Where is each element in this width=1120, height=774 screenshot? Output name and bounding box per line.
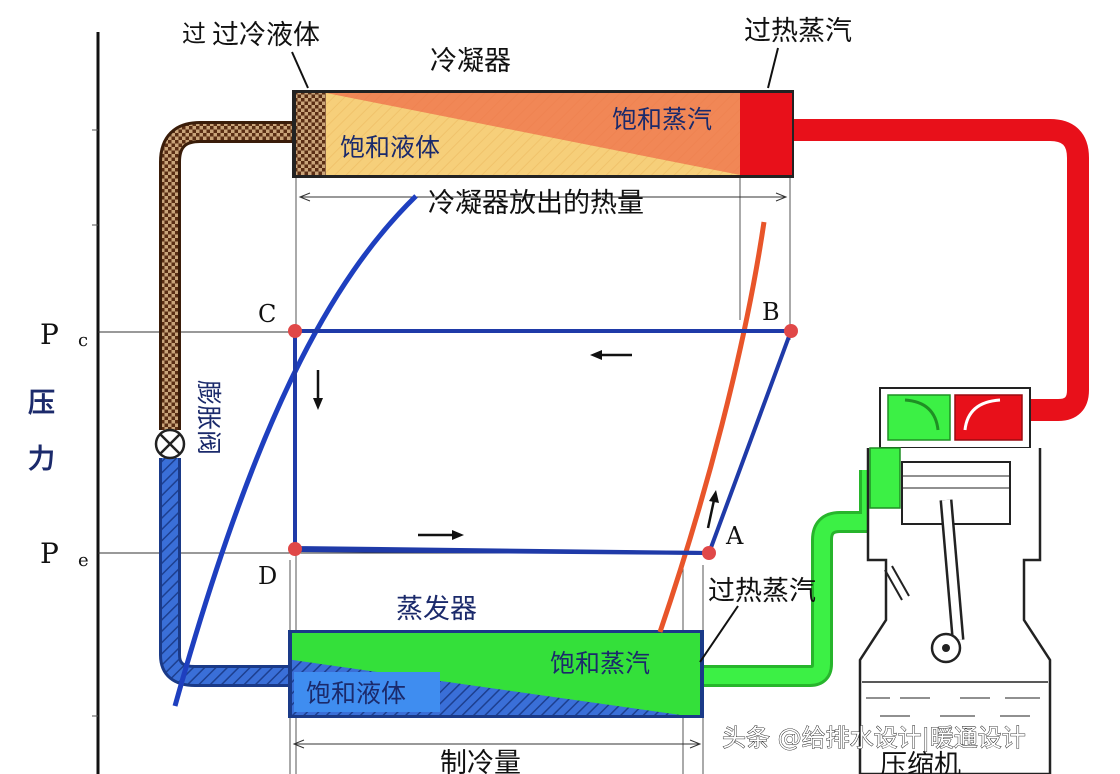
label-pe-sub: e [78,550,89,571]
label-pe-main: P [40,537,59,570]
label-point-b: B [762,298,780,326]
arrow-right [418,530,464,540]
label-saturated-liquid-bottom: 饱和液体 [306,679,406,708]
arrow-left [590,350,632,360]
leader-superheat-top [767,47,779,89]
cycle-path-bottom [294,548,710,555]
state-point-b [784,324,798,338]
label-saturated-vapor-top: 饱和蒸汽 [612,105,712,134]
evaporator [288,630,704,718]
label-condenser: 冷凝器 [430,46,511,77]
label-expansion-valve: 膨胀阀 [194,380,223,455]
arrow-down [313,370,323,410]
expansion-valve-icon [154,428,186,460]
leader-superheat-bottom [699,605,739,663]
subcooled-section [296,93,326,175]
superheat-section [740,93,792,175]
label-compressor: 压缩机 [880,750,961,774]
label-superheated-vapor-top: 过热蒸汽 [744,16,852,47]
label-refrigeration-capacity: 制冷量 [440,748,521,774]
label-condenser-heat: 冷凝器放出的热量 [428,188,644,219]
leader-subcooled [291,51,309,89]
label-point-a: A [725,522,744,550]
state-point-d [288,542,302,556]
label-pc-main: P [40,318,59,351]
cold-liquid-pipe [159,458,298,687]
condenser-heat-dimension [298,192,788,202]
label-pressure-1: 压 [28,388,55,419]
cold-liquid-pipe-fill [162,458,298,684]
label-subcooled-liquid: 过冷液体 [212,20,320,51]
evap-saturated-liquid-box [294,672,440,712]
liquid-line-pipe [159,121,296,430]
condenser [292,90,794,178]
discharge-pipe [790,119,1089,421]
label-saturated-vapor-bottom: 饱和蒸汽 [550,649,650,678]
label-pc-sub: c [78,330,88,351]
arrow-up [706,490,719,529]
label-saturated-liquid-top: 饱和液体 [340,133,440,162]
state-point-c [288,324,302,338]
label-point-c: C [258,300,276,328]
capacity-dimension [292,739,702,749]
label-superheated-vapor-bottom: 过热蒸汽 [708,576,816,607]
label-pressure-2: 力 [28,444,55,475]
label-point-d: D [258,562,277,590]
watermark: 头条 @给排水设计|暖通设计 [722,724,1026,752]
suction-pipe-fill [700,470,878,684]
label-cut-text: 过 [182,20,206,48]
state-point-a [702,546,716,560]
compressor-icon [858,387,1052,774]
liquid-line-pipe-fill [162,124,296,430]
suction-pipe [700,470,881,687]
saturated-vapor-curve [657,221,767,633]
label-evaporator: 蒸发器 [396,594,477,625]
label-expansion-valve-text: 膨胀阀 [194,380,223,455]
